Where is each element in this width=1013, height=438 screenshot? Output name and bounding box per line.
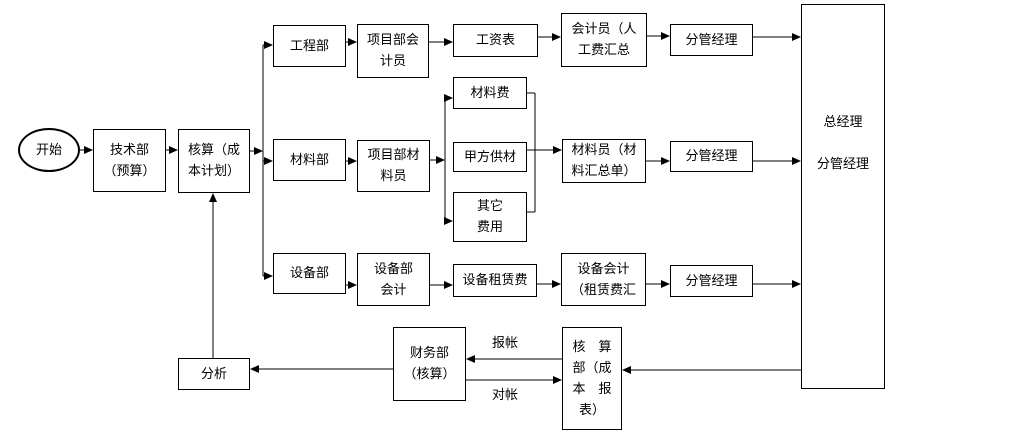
node-equip-dept: 设备部 [273, 253, 346, 294]
node-manager1: 分管经理 [670, 24, 753, 56]
edge-label-report-accounts: 报帐 [491, 336, 518, 351]
node-cost-plan: 核算（成 本计划） [178, 129, 250, 193]
node-start: 开始 [18, 128, 80, 172]
general-manager-label: 总经理 分管经理 [816, 115, 869, 172]
node-party-a-supply: 甲方供材 [453, 142, 527, 172]
node-finance-dept: 财务部 （核算） [393, 327, 466, 401]
node-labor-summary: 会计员（人 工费汇总 [561, 13, 647, 67]
node-manager3: 分管经理 [670, 265, 753, 297]
node-rental-fee: 设备租赁费 [453, 264, 537, 297]
node-material-dept: 材料部 [273, 139, 346, 181]
node-material-clerk: 材料员（材 料汇总单） [562, 139, 646, 183]
node-tech-dept: 技术部 （预算） [93, 129, 166, 192]
node-general-manager: 总经理 分管经理 [801, 4, 885, 389]
node-equip-summary: 设备会计 （租赁费汇 [561, 253, 646, 306]
node-proj-material: 项目部材 料员 [357, 140, 430, 192]
node-analysis: 分析 [178, 358, 250, 390]
node-proj-accountant: 项目部会 计员 [357, 24, 429, 78]
node-cost-report: 核 算 部（成 本 报 表） [562, 327, 622, 430]
node-other-fee: 其它 费用 [453, 192, 527, 242]
node-equip-accountant: 设备部 会计 [357, 253, 430, 306]
node-material-fee: 材料费 [453, 77, 527, 109]
node-salary-sheet: 工资表 [453, 24, 538, 57]
node-manager2: 分管经理 [670, 141, 753, 172]
node-eng-dept: 工程部 [273, 25, 346, 67]
edge-label-reconcile-accounts: 对帐 [491, 388, 518, 403]
